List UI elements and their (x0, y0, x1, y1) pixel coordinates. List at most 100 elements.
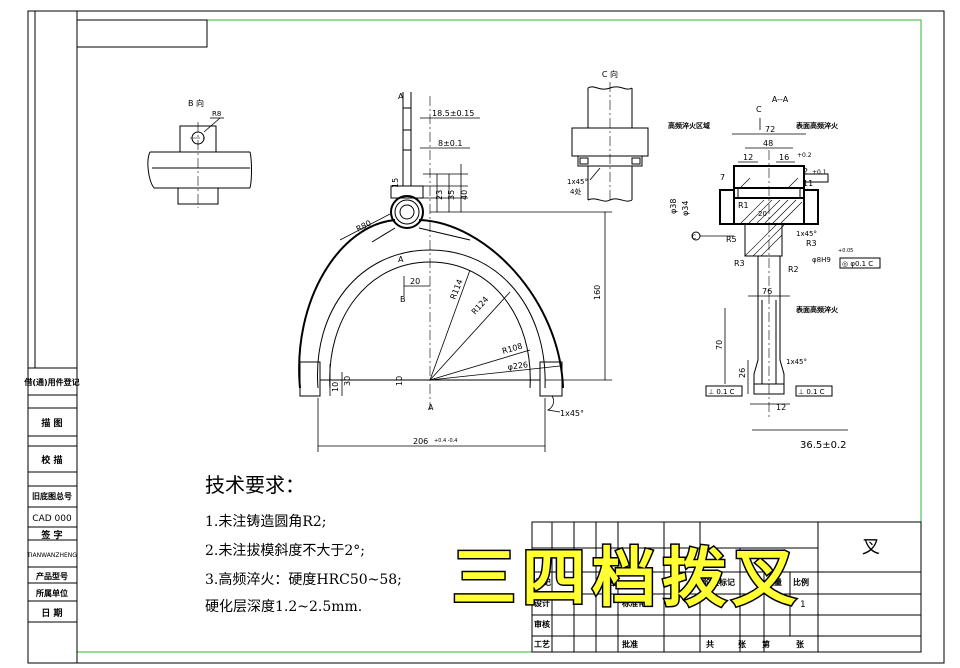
tb-cell-13: 批准 (622, 639, 638, 649)
d12b-label: 12 (776, 403, 786, 412)
tb-cell-12: 工艺 (534, 639, 550, 649)
d76-label: 76 (762, 287, 772, 296)
r124-label: R124 (470, 295, 491, 317)
hatching (739, 177, 803, 257)
view-b-label: B 向 (188, 98, 204, 108)
d8-label: 8±0.1 (438, 139, 463, 148)
d0-1-label: +0.1 (812, 169, 827, 176)
d206-tol: +0.4 -0.4 (434, 438, 458, 444)
d10-label: 10 (331, 382, 340, 392)
d20-section-label: 20 (758, 210, 767, 218)
r108-label: R108 (501, 342, 524, 356)
tb-cell-6: 设计 (534, 598, 550, 608)
left-label-9: 日 期 (41, 607, 62, 619)
left-label-8: 所属单位 (35, 588, 68, 598)
tech-item-0: 1.未注铸造圆角R2; (205, 514, 327, 530)
d72-label: 72 (765, 125, 775, 134)
view-c-chamfer-count: 4处 (570, 187, 581, 196)
view-c-chamfer: 1x45° (567, 178, 588, 186)
gtol2-label: ⊥ 0.1 C (798, 388, 825, 396)
d23-label: 23 (435, 190, 444, 200)
front-view: R114 R124 R108 φ226 R80 160 18.5±0.15 8±… (298, 92, 612, 452)
corner-box (76, 19, 208, 48)
view-b: B 向 R8 (147, 98, 252, 208)
tb-cell-16: 第 (762, 639, 770, 649)
tech-item-2: 3.高频淬火：硬度HRC50~58; (205, 571, 402, 588)
r114-label: R114 (449, 278, 465, 301)
tb-cell-8: 阶段标记 (703, 577, 735, 587)
d226-label: φ226 (507, 360, 529, 372)
hf-face-label: 表面高频淬火 (795, 121, 839, 130)
d18-5-label: 18.5±0.15 (432, 109, 474, 118)
d15-label: 15 (391, 178, 400, 188)
tb-cell-17: 张 (796, 640, 805, 649)
tb-cell-14: 共 (706, 639, 714, 649)
d34-label: φ34 (681, 201, 690, 216)
d8h9-label: φ8H9 (812, 256, 831, 264)
view-c: C 向 1x45° 4处 (567, 69, 649, 202)
left-label-3: 旧底图总号 (32, 491, 72, 501)
tb-cell-2: 分区 (600, 577, 616, 587)
a-mark-mid: A (398, 255, 404, 264)
d10b-label: 10 (395, 376, 404, 386)
r3b-label: R3 (734, 259, 745, 268)
d16-label: 16 (779, 153, 789, 162)
tb-cell-0: 标记 (534, 577, 551, 587)
d30-label: 30 (343, 376, 352, 386)
d26-label: 26 (738, 368, 747, 378)
hf-face2-label: 表面高频淬火 (795, 305, 839, 314)
d40-label: 40 (460, 190, 469, 200)
a-mark-bottom: A (428, 403, 434, 412)
d7-label: 7 (720, 173, 725, 182)
d38-label: φ38 (669, 199, 678, 214)
left-label-5: 签 字 (40, 529, 62, 541)
d36-5-label: 36.5±0.2 (800, 440, 847, 451)
big-title: 三四档拨叉 (452, 542, 802, 616)
b-mark: B (400, 295, 406, 304)
d206-label: 206 (413, 437, 428, 446)
section-aa: A--A C 高频淬火区域 表面高频淬火 72 48 12 16 +0.2 2 … (668, 95, 881, 451)
left-label-7: 产品型号 (36, 571, 68, 581)
left-column: 借(通)用件登记 描 图 校 描 旧底图总号 CAD 000 签 字 TIANW… (23, 367, 80, 623)
front-chamfer-label: 1x45° (560, 409, 584, 418)
chamfer1-label: 1x45° (796, 230, 817, 238)
left-label-6: TIANWANZHENG (26, 552, 77, 559)
view-c-label: C 向 (602, 69, 618, 79)
tb-cell-15: 张 (738, 640, 747, 649)
r2-label: R2 (788, 265, 799, 274)
gtol1-label: ⊥ 0.1 C (708, 388, 735, 396)
tb-cell-7: 标准化 (621, 598, 646, 608)
left-label-1: 描 图 (41, 417, 62, 429)
d11-label: 11 (803, 179, 813, 188)
c-datum: C (692, 234, 696, 241)
d35-label: 35 (447, 190, 456, 200)
d2-label: 2 (803, 167, 808, 176)
a-mark-top: A (398, 92, 404, 101)
tb-cell-9: 重量 (766, 577, 782, 587)
d12-label: 12 (743, 153, 753, 162)
c-mark: C (756, 105, 762, 114)
left-label-2: 校 描 (41, 454, 62, 466)
tech-item-3: 硬化层深度1.2~2.5mm. (205, 599, 362, 615)
tb-cell-11: 审核 (534, 619, 550, 629)
hf-zone-label: 高频淬火区域 (668, 121, 710, 130)
d0-05-label: +0.05 (838, 248, 853, 254)
d20-front-label: 20 (410, 277, 420, 286)
tb-cell-10: 比例 (793, 577, 809, 587)
r8-label: R8 (212, 110, 221, 118)
tech-title: 技术要求： (205, 473, 305, 497)
outer-border (27, 10, 945, 664)
d160-label: 160 (593, 285, 602, 300)
d70-label: 70 (715, 340, 724, 350)
left-label-4: CAD 000 (32, 514, 72, 524)
r3-label: R3 (806, 239, 817, 248)
r5-label: R5 (726, 235, 737, 244)
chamfer2-label: 1x45° (786, 358, 807, 366)
gtol4-label: ◎ φ0.1 C (842, 260, 873, 268)
d0-2-label: +0.2 (797, 152, 812, 159)
tb-scale: 1 (800, 600, 806, 610)
tech-requirements: 技术要求： 1.未注铸造圆角R2; 2.未注拔模斜度不大于2°; 3.高频淬火：… (205, 473, 402, 615)
title-block: 标记 分区 设计 标准化 阶段标记 重量 比例 审核 工艺 批准 共 张 第 张… (531, 521, 922, 653)
d48-label: 48 (763, 139, 773, 148)
r1-label: R1 (738, 201, 749, 210)
